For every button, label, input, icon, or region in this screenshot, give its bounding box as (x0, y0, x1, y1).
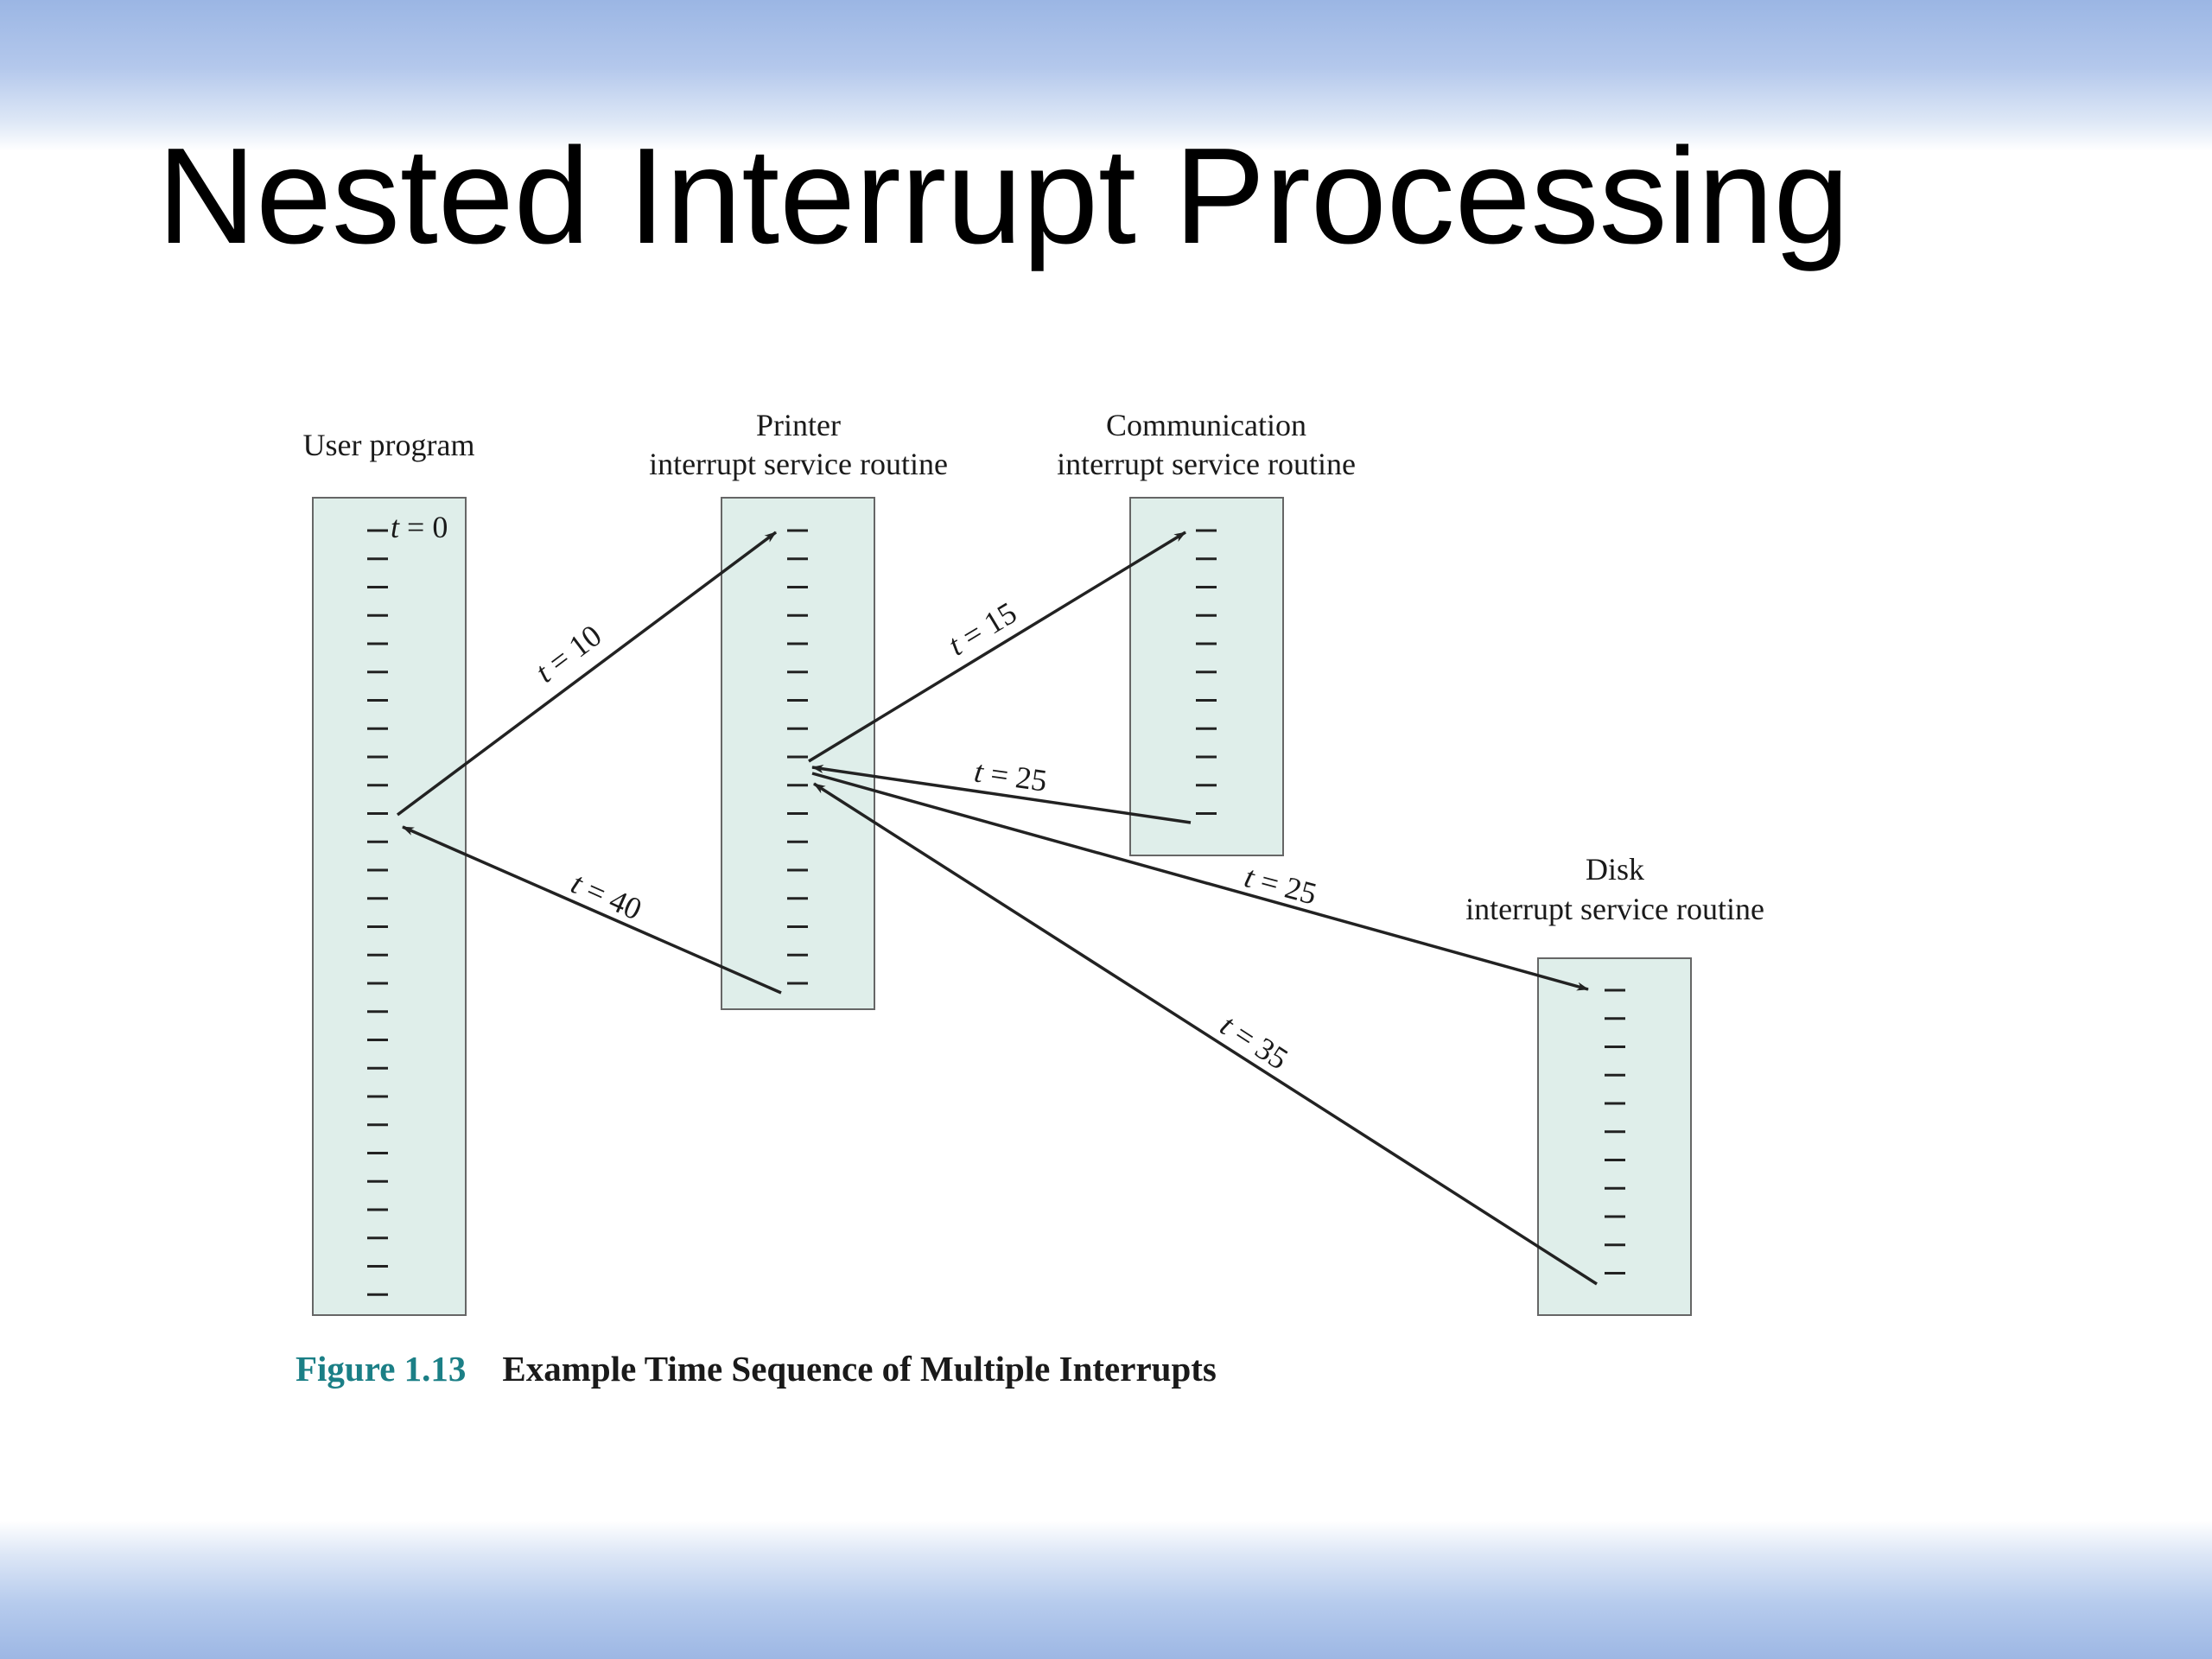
arrow-printer-to-disk (811, 772, 1589, 991)
disk-subtitle: interrupt service routine (1465, 892, 1764, 926)
communication-label: Communication (1106, 408, 1306, 442)
printer-isr-box (721, 497, 875, 1010)
figure-number: Figure 1.13 (296, 1349, 467, 1389)
user-program-label: User program (303, 428, 475, 462)
start-time-label: t = 0 (391, 510, 448, 544)
slide-title: Nested Interrupt Processing (157, 120, 1850, 272)
label-t10: t = 10 (529, 618, 607, 690)
figure-caption: Figure 1.13 Example Time Sequence of Mult… (296, 1348, 1217, 1389)
arrow-comm-to-printer (811, 764, 1192, 824)
top-gradient-band (0, 0, 2212, 151)
arrow-disk-to-printer (813, 782, 1598, 1286)
user-program-box (312, 497, 467, 1316)
communication-isr-box (1129, 497, 1284, 856)
printer-isr-ticks (787, 529, 808, 985)
printer-subtitle: interrupt service routine (649, 447, 948, 481)
figure-caption-text: Example Time Sequence of Multiple Interr… (502, 1349, 1217, 1389)
bottom-gradient-band (0, 1521, 2212, 1659)
printer-label: Printer (756, 408, 841, 442)
arrow-printer-to-user (402, 825, 782, 995)
disk-isr-ticks (1605, 988, 1625, 1274)
communication-isr-ticks (1196, 529, 1217, 815)
label-t15: t = 15 (942, 595, 1022, 663)
user-program-ticks (367, 529, 388, 1296)
disk-label: Disk (1586, 852, 1644, 887)
communication-subtitle: interrupt service routine (1057, 447, 1356, 481)
arrow-user-to-printer (396, 531, 778, 817)
arrow-printer-to-comm (808, 531, 1186, 763)
